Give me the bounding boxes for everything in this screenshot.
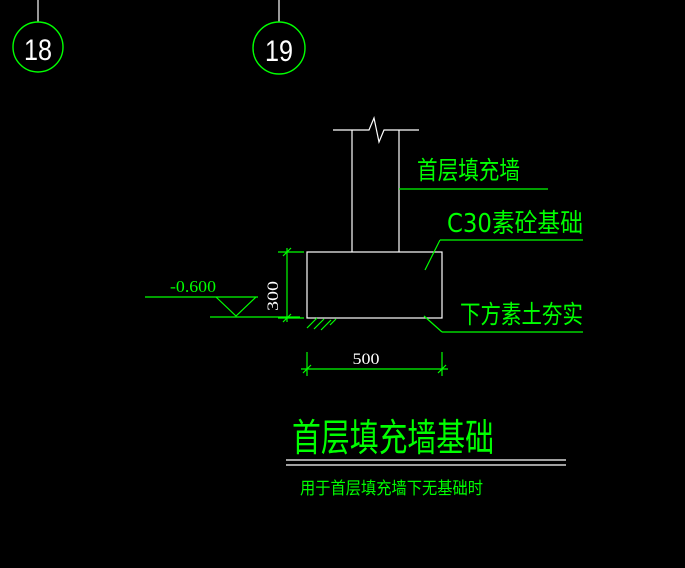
grid-axis-19: 19 [252,0,306,75]
elevation-triangle [215,296,257,317]
grid-axis-bubble [252,21,306,75]
grid-axis-bubble [12,21,64,73]
break-line [333,115,419,145]
footing-label: C30素砼基础 [447,209,583,239]
grid-axis-label: 18 [24,34,52,67]
elevation-mark [145,296,300,318]
footing-label-leader [424,239,583,271]
width-dimension [301,352,448,376]
height-dimension-label: 300 [265,281,282,311]
concrete-footing [306,251,443,319]
soil-label-leader [423,315,583,333]
soil-label: 下方素土夯实 [460,300,583,329]
elevation-label: -0.600 [170,277,216,296]
infill-wall [333,115,419,252]
drawing-title: 首层填充墙基础 [292,416,494,460]
grid-axis-18: 18 [12,0,64,73]
width-dimension-label: 500 [353,351,380,368]
grid-axis-label: 19 [265,35,293,68]
drawing-subtitle: 用于首层填充墙下无基础时 [300,479,483,499]
wall-label: 首层填充墙 [417,156,520,185]
height-dimension [278,247,304,323]
soil-hatch [306,317,337,331]
